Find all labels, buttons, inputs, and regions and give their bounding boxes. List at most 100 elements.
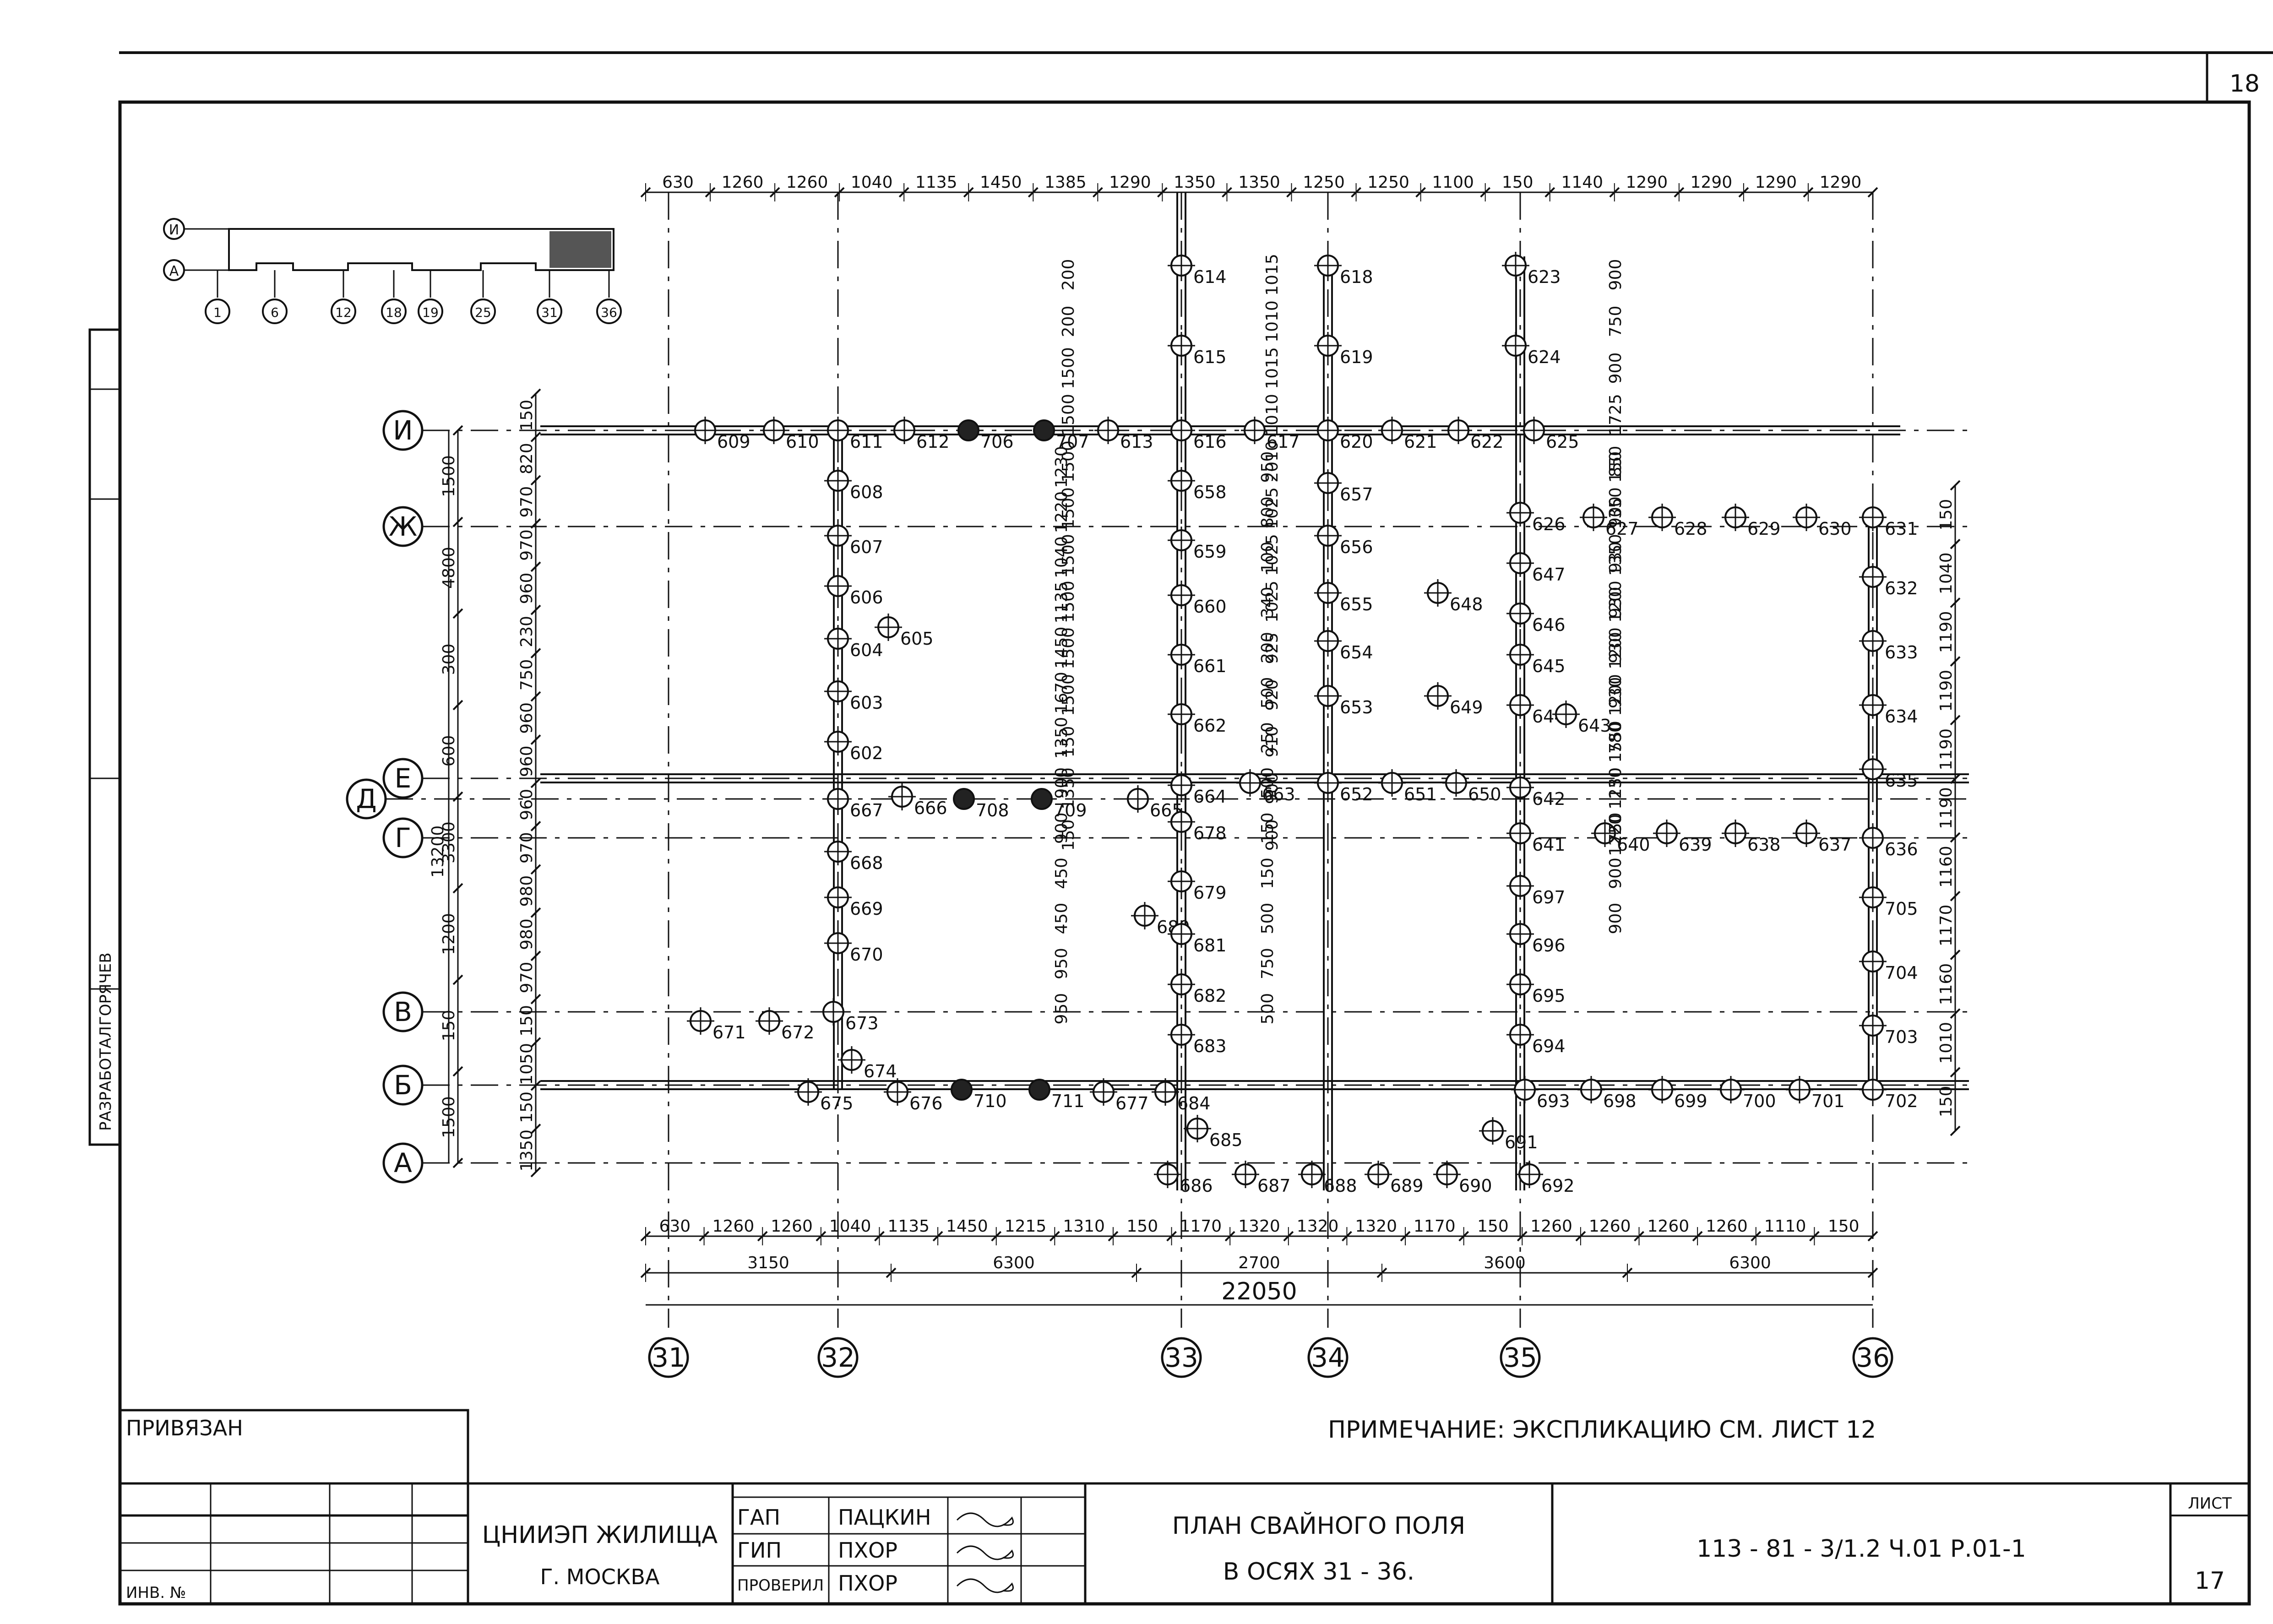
pile-number: 688 (1324, 1176, 1357, 1196)
key-col-axis-label: 1 (213, 305, 222, 320)
dimension-value: 150 (1828, 1217, 1860, 1236)
pile: 666 (888, 783, 947, 818)
interior-dimension-value: 150 (1059, 726, 1078, 758)
dimension-value: 980 (517, 875, 536, 907)
dimension-value: 3150 (747, 1254, 789, 1272)
dimension-tick (1950, 597, 1961, 608)
pile-number: 675 (820, 1093, 854, 1113)
key-col-axis-label: 6 (271, 305, 279, 320)
interior-dimension-value: 930 (1606, 587, 1625, 618)
dimension-tick (1950, 1067, 1961, 1078)
dimension-tick (452, 1157, 463, 1168)
pile-number: 612 (916, 432, 950, 452)
pile-number: 609 (717, 432, 750, 452)
pile: 707 (1033, 419, 1089, 452)
pile: 683 (1168, 1021, 1227, 1056)
pile: 622 (1445, 417, 1504, 452)
interior-dimension-value: 1500 (1059, 347, 1078, 389)
pile-number: 685 (1209, 1130, 1243, 1150)
pile-number: 691 (1505, 1132, 1538, 1152)
pile: 696 (1506, 920, 1566, 956)
pile: 709 (1031, 788, 1087, 820)
inventory-number-label: ИНВ. № (126, 1584, 186, 1602)
interior-dimension-value: 200 (1059, 259, 1078, 291)
interior-dimension-value: 925 (1263, 633, 1282, 664)
pile-number: 627 (1605, 519, 1639, 539)
pile-number: 641 (1532, 835, 1566, 855)
grillage-beams (540, 192, 1969, 1190)
interior-dimension-value: 1230 (1606, 767, 1625, 809)
key-col-axis-bubble (381, 299, 407, 324)
interior-dimension-value: 150 (1606, 767, 1625, 799)
interior-dimension-value: 950 (1258, 451, 1277, 483)
column-axis-label: 33 (1164, 1342, 1198, 1373)
column-axis-label: 35 (1503, 1342, 1537, 1373)
dimension-value: 1290 (1626, 173, 1668, 192)
pile-number: 695 (1532, 986, 1566, 1006)
pile: 711 (1028, 1079, 1085, 1111)
pile: 626 (1506, 499, 1566, 534)
interior-dimension-value: 1500 (1059, 581, 1078, 623)
pile-number: 682 (1193, 986, 1227, 1006)
row-axis-bubble (346, 778, 387, 820)
pile: 614 (1168, 252, 1227, 287)
side-stamp-name: ГОРЯЧЕВ (97, 952, 115, 1026)
interior-dimension-value: 1350 (1052, 717, 1071, 759)
pile-number: 646 (1532, 615, 1566, 635)
row-axis-label: Б (394, 1070, 412, 1101)
dimension-value: 750 (517, 659, 536, 691)
interior-dimension-value: 200 (1059, 306, 1078, 337)
pile: 691 (1479, 1117, 1538, 1152)
pile-number: 660 (1193, 597, 1227, 617)
pile: 673 (820, 998, 879, 1033)
interior-dimension-value: 900 (1606, 858, 1625, 889)
dimension-tick (1867, 1231, 1878, 1242)
pile: 616 (1168, 417, 1227, 452)
dimension-value: 1190 (1937, 787, 1956, 829)
pile-number: 659 (1193, 542, 1227, 562)
pile-number: 693 (1537, 1091, 1570, 1111)
dimension-value: 150 (1937, 1086, 1956, 1118)
dimension-value: 1140 (1561, 173, 1603, 192)
dimension-value: 1350 (1174, 173, 1216, 192)
dimension-value: 1320 (1355, 1217, 1397, 1236)
pile: 627 (1580, 504, 1639, 539)
pile-number: 709 (1054, 800, 1087, 820)
row-axis-label: Д (356, 783, 376, 815)
pile-marker (1031, 788, 1053, 810)
key-plan-hatched-section (549, 231, 611, 268)
pile: 631 (1859, 504, 1918, 539)
dimension-value: 1170 (1414, 1217, 1456, 1236)
interior-dimension-value: 500 (1258, 993, 1277, 1025)
dimension-value: 1040 (829, 1217, 871, 1236)
pile-number: 667 (850, 800, 883, 820)
pile: 647 (1506, 549, 1566, 585)
pile-number: 694 (1532, 1036, 1566, 1056)
pile-marker (953, 788, 975, 810)
interior-dimension-value: 900 (1263, 820, 1282, 851)
interior-dimension-value: 950 (1052, 948, 1071, 979)
interior-dimension-value: 1500 (1059, 534, 1078, 576)
pile-number: 649 (1450, 697, 1483, 717)
interior-dimension-value: 500 (1258, 677, 1277, 709)
interior-dimension-value: 900 (1606, 259, 1625, 291)
interior-dimension-value: 1230 (1052, 446, 1071, 488)
pile-number: 653 (1340, 697, 1373, 717)
row-axis-bubble (382, 1142, 424, 1184)
handwritten-signature (956, 1512, 1014, 1527)
dimension-value: 630 (662, 173, 694, 192)
dimension-value: 1385 (1044, 173, 1087, 192)
pile-number: 615 (1193, 347, 1227, 367)
title-block (119, 1409, 2249, 1604)
interior-dimension-value: 750 (1606, 306, 1625, 337)
pile-number: 701 (1811, 1091, 1845, 1111)
dimension-tick (530, 994, 541, 1005)
pile-number: 620 (1340, 432, 1373, 452)
pile: 704 (1859, 948, 1918, 983)
dimension-value: 1260 (771, 1217, 813, 1236)
dimension-value: 1190 (1937, 670, 1956, 712)
